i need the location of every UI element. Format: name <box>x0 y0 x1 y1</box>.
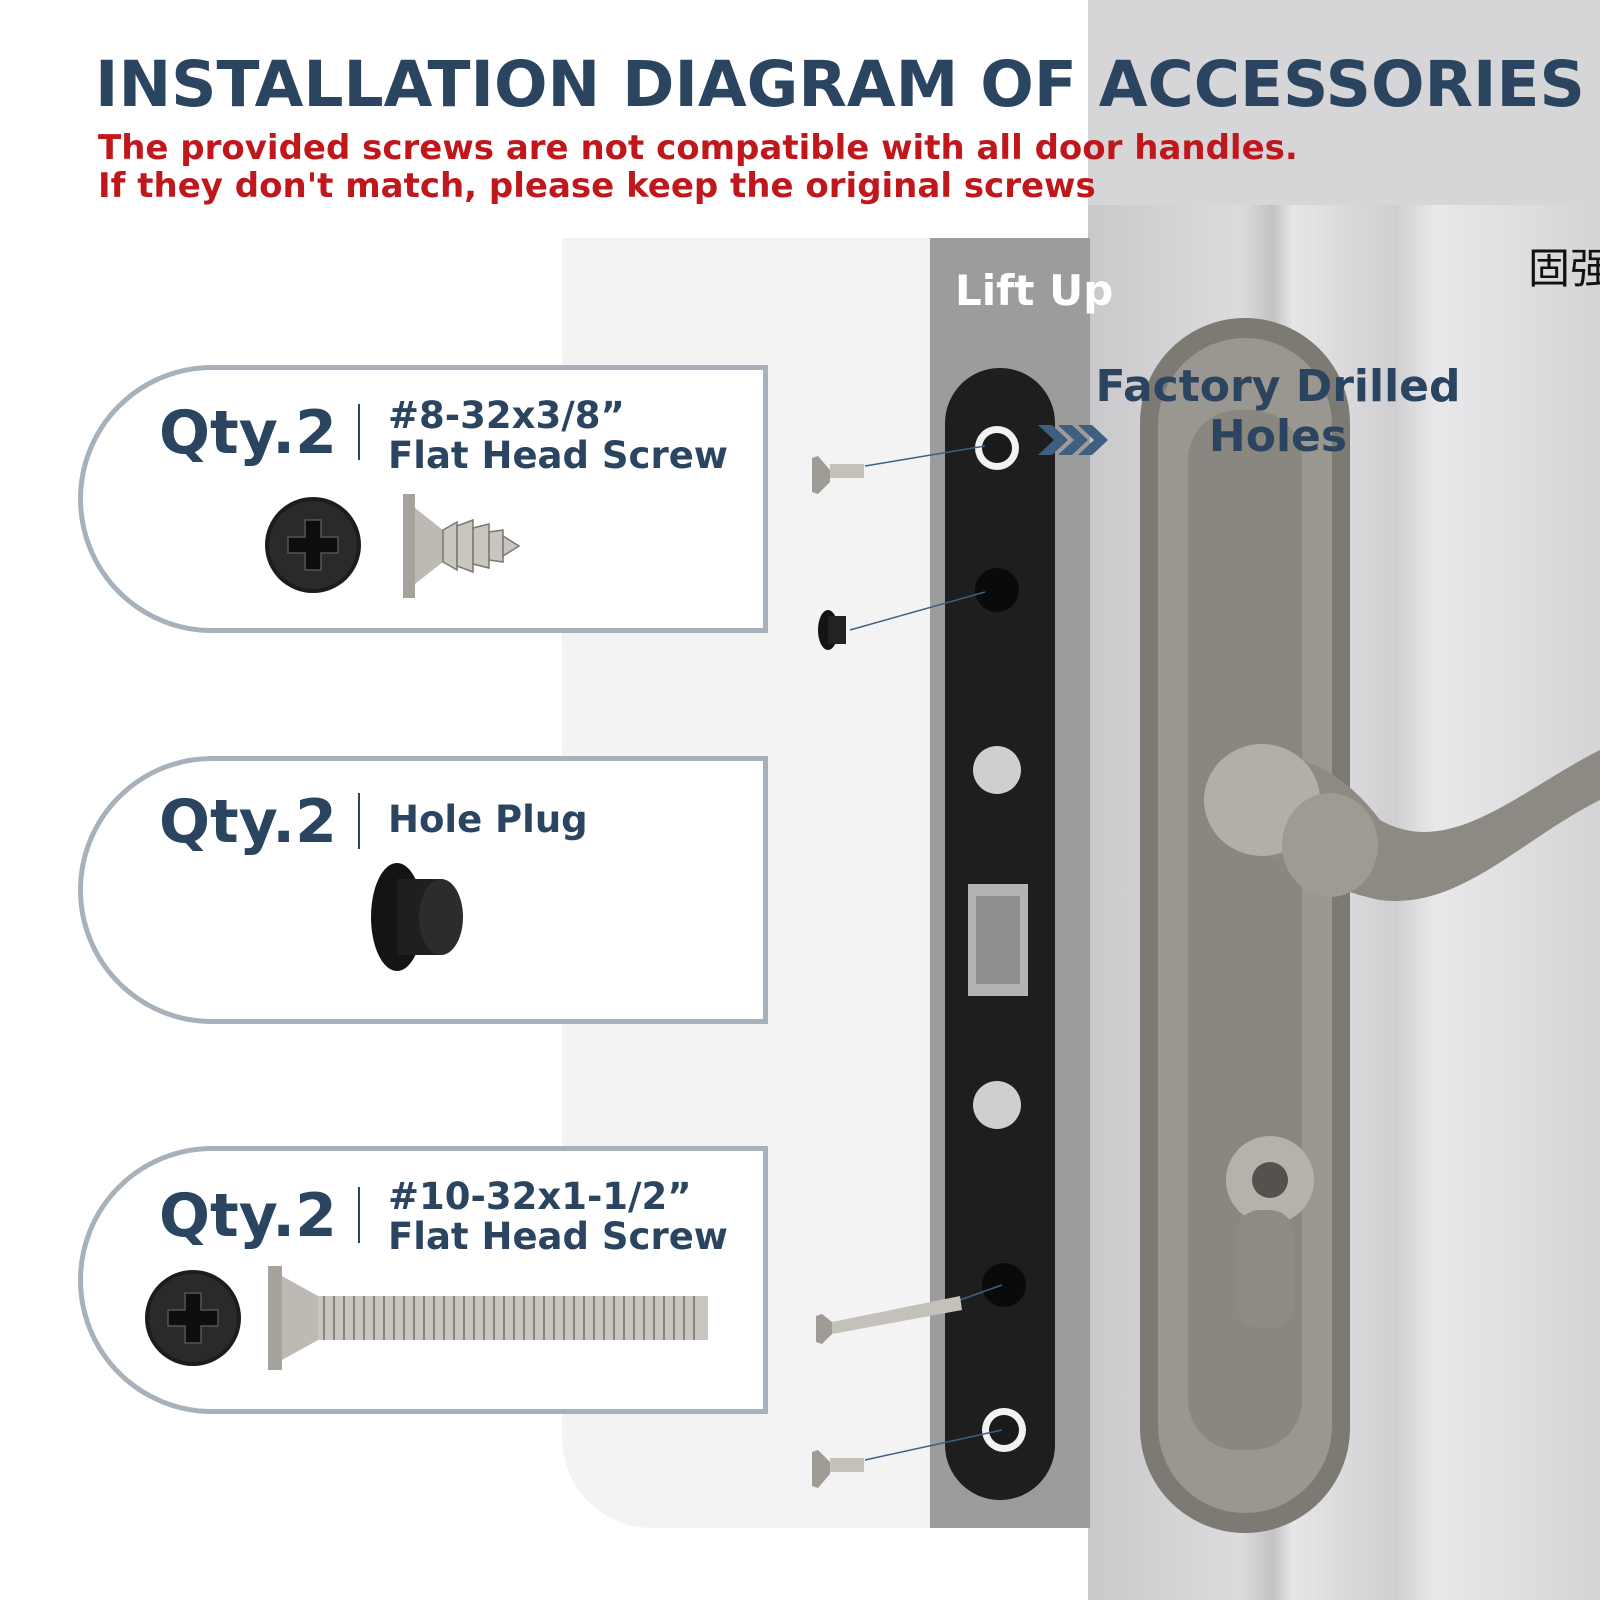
accessory-card-screw-long: Qty.2 #10-32x1-1/2” Flat Head Screw <box>78 1146 768 1414</box>
factory-label-line-1: Factory Drilled <box>1095 361 1461 412</box>
plate-hole-long-screw <box>982 1263 1026 1307</box>
separator <box>358 404 360 460</box>
lift-up-label: Lift Up <box>955 266 1114 315</box>
accessory-spec: #8-32x3/8” <box>388 394 625 437</box>
long-screw-diagram <box>816 1296 962 1344</box>
accessory-card-hole-plug: Qty.2 Hole Plug <box>78 756 768 1024</box>
separator <box>358 1187 360 1243</box>
warning-line-2: If they don't match, please keep the ori… <box>98 166 1096 206</box>
small-screw-top <box>812 456 864 494</box>
leader-lines <box>849 445 1003 1461</box>
small-screw-bottom <box>812 1450 864 1488</box>
separator <box>358 793 360 849</box>
hole-plug-diagram <box>818 610 846 650</box>
plate-rivet-upper <box>973 746 1021 794</box>
long-screw-icon <box>145 1266 708 1370</box>
arrow-icon <box>1038 425 1108 455</box>
accessory-name: Flat Head Screw <box>388 434 728 477</box>
accessory-name: Hole Plug <box>388 798 588 841</box>
factory-label-line-2: Holes <box>1208 411 1348 462</box>
hole-plug-icon <box>371 863 463 971</box>
qty-label: Qty.2 <box>159 787 337 857</box>
page-title: INSTALLATION DIAGRAM OF ACCESSORIES <box>95 48 1585 121</box>
factory-drilled-label: Factory Drilled Holes <box>1088 362 1468 462</box>
accessory-card-screw-small: Qty.2 #8-32x3/8” Flat Head Screw <box>78 365 768 633</box>
qty-label: Qty.2 <box>159 1181 337 1251</box>
warning-line-1: The provided screws are not compatible w… <box>98 128 1298 168</box>
qty-label: Qty.2 <box>159 398 337 468</box>
plate-hole-plugged <box>975 568 1019 612</box>
accessory-spec: #10-32x1-1/2” <box>388 1175 692 1218</box>
accessory-name: Flat Head Screw <box>388 1215 728 1258</box>
small-screw-icon <box>265 494 521 598</box>
plate-rivet-lower <box>973 1081 1021 1129</box>
brand-logo: 固强 <box>1528 246 1600 292</box>
